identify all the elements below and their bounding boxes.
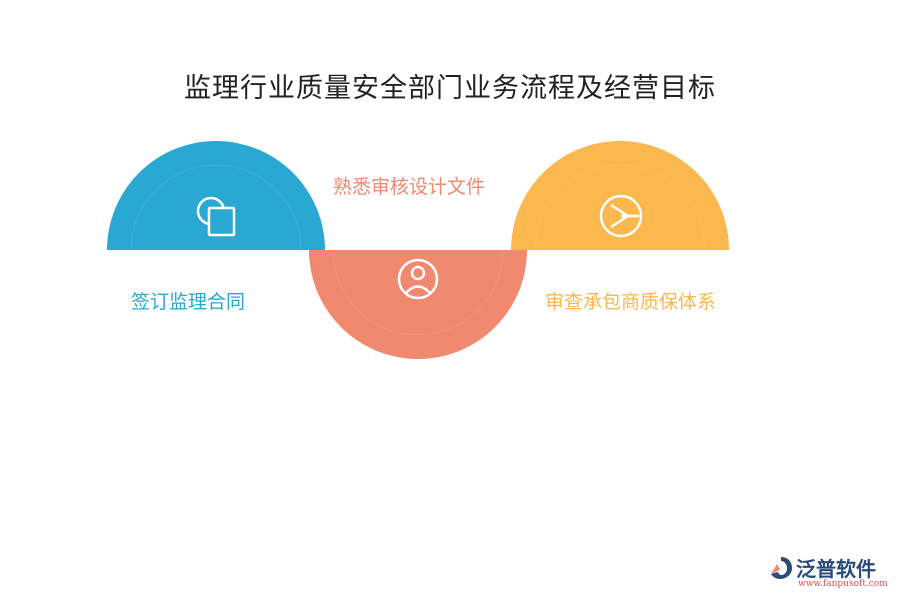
step-2-label: 熟悉审核设计文件 bbox=[333, 176, 486, 198]
brand-logo: 泛普软件 www.fanpusoft.com bbox=[768, 553, 898, 593]
logo-icon bbox=[771, 557, 792, 579]
step-1-shape bbox=[107, 141, 325, 250]
step-3-label: 审查承包商质保体系 bbox=[545, 291, 717, 313]
shapes-icon bbox=[196, 196, 236, 237]
logo-name: 泛普软件 bbox=[796, 557, 876, 581]
logo-url: www.fanpusoft.com bbox=[798, 579, 888, 589]
user-icon bbox=[397, 258, 439, 300]
step-1-label: 签订监理合同 bbox=[131, 291, 246, 313]
pie-chart-icon bbox=[599, 194, 643, 238]
step-2-shape bbox=[309, 250, 527, 359]
diagram-title: 监理行业质量安全部门业务流程及经营目标 bbox=[184, 73, 716, 104]
step-3-shape bbox=[511, 141, 729, 250]
